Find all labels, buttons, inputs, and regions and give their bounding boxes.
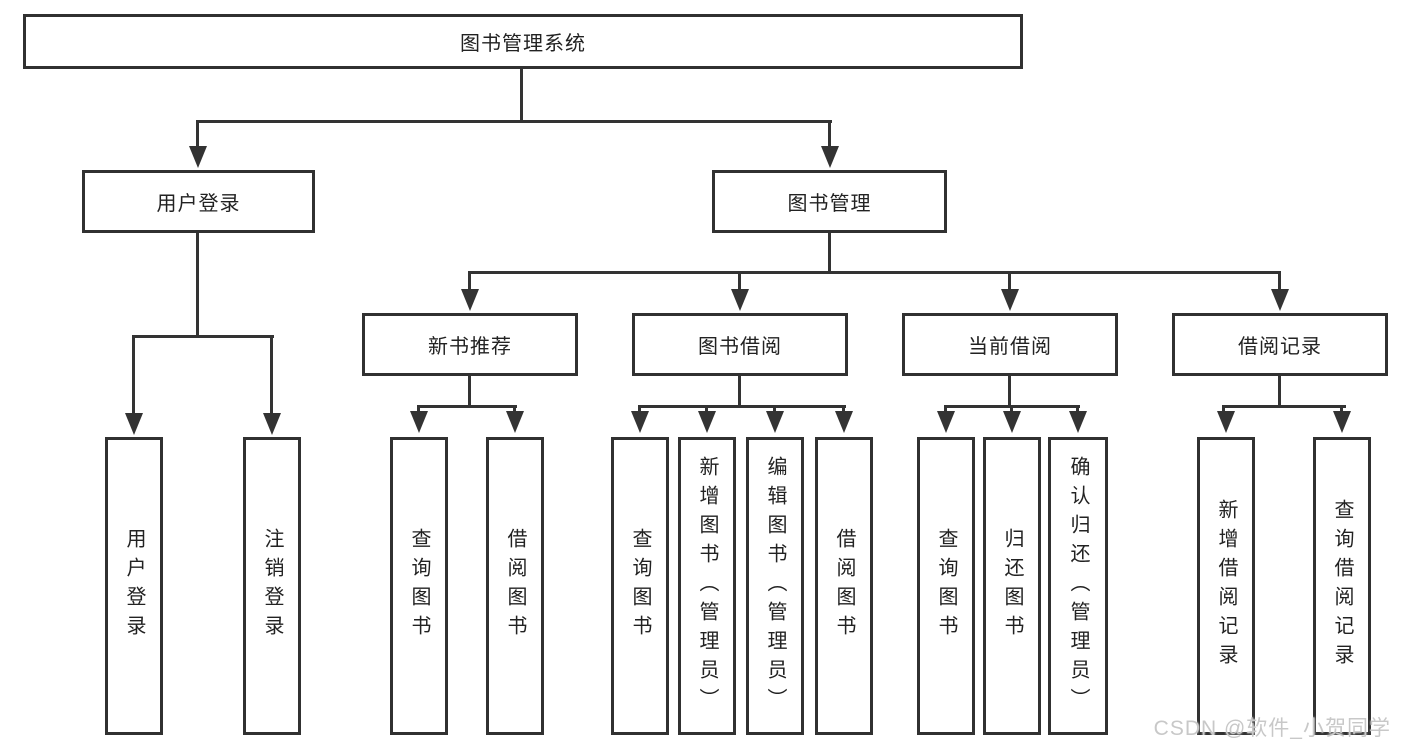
- node-leaf-newbook-borrow: 借阅图书: [486, 437, 544, 735]
- connector-line: [828, 120, 831, 150]
- arrowhead-down-icon: [1069, 411, 1087, 433]
- connector-line: [196, 120, 199, 150]
- node-leaf-newbook-query: 查询图书: [390, 437, 448, 735]
- arrowhead-down-icon: [125, 413, 143, 435]
- csdn-watermark: CSDN @软件_小贺同学: [1153, 717, 1391, 740]
- arrowhead-down-icon: [189, 146, 207, 168]
- leaf-label: 查询图书: [935, 528, 957, 644]
- node-leaf-current-query: 查询图书: [917, 437, 975, 735]
- arrowhead-down-icon: [1001, 289, 1019, 311]
- arrowhead-down-icon: [461, 289, 479, 311]
- connector-line: [417, 405, 517, 408]
- arrowhead-down-icon: [1333, 411, 1351, 433]
- leaf-label: 查询借阅记录: [1331, 499, 1353, 673]
- leaf-label: 查询图书: [408, 528, 430, 644]
- node-leaf-user-login: 用户登录: [105, 437, 163, 735]
- arrowhead-down-icon: [410, 411, 428, 433]
- node-leaf-records-add: 新增借阅记录: [1197, 437, 1255, 735]
- connector-line: [828, 233, 831, 274]
- connector-line: [1222, 405, 1346, 408]
- connector-line: [196, 120, 832, 123]
- node-book-management-module: 图书管理: [712, 170, 947, 233]
- connector-line: [520, 69, 523, 123]
- connector-line: [417, 405, 420, 415]
- connector-line: [1008, 271, 1011, 292]
- connector-line: [738, 271, 741, 292]
- node-leaf-records-query: 查询借阅记录: [1313, 437, 1371, 735]
- node-leaf-current-confirm-admin: 确认归还（管理员）: [1048, 437, 1108, 735]
- connector-line: [1008, 376, 1011, 408]
- node-leaf-borrow-edit-admin: 编辑图书（管理员）: [746, 437, 804, 735]
- connector-line: [270, 335, 273, 417]
- connector-line: [1010, 405, 1013, 415]
- connector-line: [842, 405, 845, 415]
- node-leaf-borrow-add-admin: 新增图书（管理员）: [678, 437, 736, 735]
- node-root-system: 图书管理系统: [23, 14, 1023, 69]
- leaf-label: 借阅图书: [504, 528, 526, 644]
- node-book-borrow: 图书借阅: [632, 313, 848, 376]
- arrowhead-down-icon: [1217, 411, 1235, 433]
- connector-line: [773, 405, 776, 415]
- connector-line: [513, 405, 516, 415]
- leaf-label: 编辑图书（管理员）: [764, 455, 786, 717]
- node-current-borrow: 当前借阅: [902, 313, 1118, 376]
- leaf-label: 用户登录: [123, 528, 145, 644]
- connector-line: [1076, 405, 1079, 415]
- connector-line: [468, 376, 471, 408]
- node-user-login-module: 用户登录: [82, 170, 315, 233]
- leaf-label: 新增图书（管理员）: [696, 455, 718, 717]
- arrowhead-down-icon: [766, 411, 784, 433]
- connector-line: [705, 405, 708, 415]
- arrowhead-down-icon: [631, 411, 649, 433]
- arrowhead-down-icon: [821, 146, 839, 168]
- connector-line: [1222, 405, 1225, 415]
- node-leaf-borrow-borrow: 借阅图书: [815, 437, 873, 735]
- leaf-label: 确认归还（管理员）: [1067, 455, 1089, 717]
- arrowhead-down-icon: [698, 411, 716, 433]
- arrowhead-down-icon: [506, 411, 524, 433]
- connector-line: [638, 405, 641, 415]
- connector-line: [738, 376, 741, 408]
- connector-line: [468, 271, 471, 292]
- arrowhead-down-icon: [937, 411, 955, 433]
- connector-line: [638, 405, 846, 408]
- connector-line: [468, 271, 1281, 274]
- arrowhead-down-icon: [1003, 411, 1021, 433]
- connector-line: [196, 233, 199, 338]
- node-leaf-borrow-query: 查询图书: [611, 437, 669, 735]
- node-borrow-records: 借阅记录: [1172, 313, 1388, 376]
- connector-line: [944, 405, 947, 415]
- leaf-label: 查询图书: [629, 528, 651, 644]
- leaf-label: 归还图书: [1001, 528, 1023, 644]
- arrowhead-down-icon: [731, 289, 749, 311]
- arrowhead-down-icon: [263, 413, 281, 435]
- node-leaf-current-return: 归还图书: [983, 437, 1041, 735]
- connector-line: [1278, 376, 1281, 408]
- leaf-label: 借阅图书: [833, 528, 855, 644]
- node-new-book-recommend: 新书推荐: [362, 313, 578, 376]
- arrowhead-down-icon: [835, 411, 853, 433]
- arrowhead-down-icon: [1271, 289, 1289, 311]
- leaf-label: 注销登录: [261, 528, 283, 644]
- connector-line: [1278, 271, 1281, 292]
- leaf-label: 新增借阅记录: [1215, 499, 1237, 673]
- connector-line: [1340, 405, 1343, 415]
- node-leaf-logout: 注销登录: [243, 437, 301, 735]
- connector-line: [132, 335, 135, 417]
- connector-line: [132, 335, 274, 338]
